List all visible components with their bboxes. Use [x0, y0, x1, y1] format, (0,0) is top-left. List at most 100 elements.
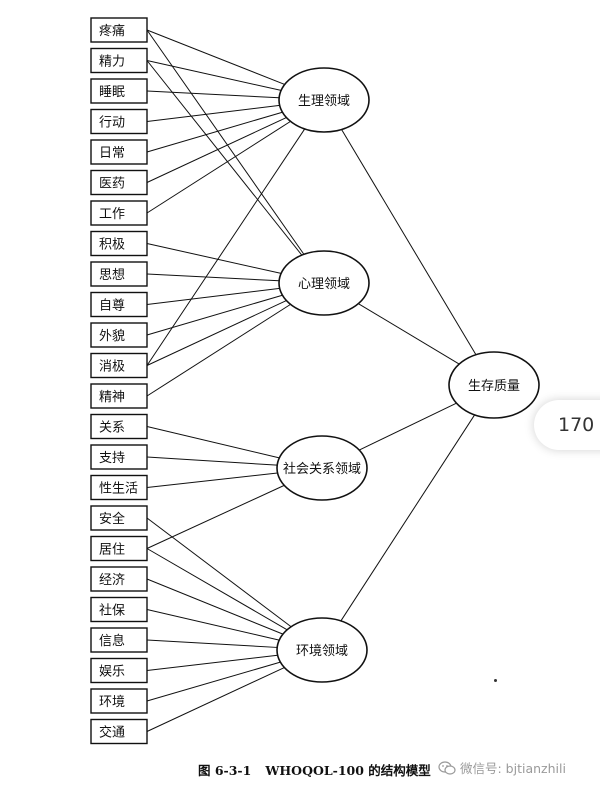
- facet-label-selfesteem: 自尊: [99, 298, 125, 314]
- edge-environment_f-environment: [146, 661, 281, 702]
- facet-label-spirit: 精神: [99, 390, 125, 405]
- facet-label-negative: 消极: [99, 360, 125, 375]
- domain-node-social: [276, 435, 368, 501]
- facet-label-sleep: 睡眠: [99, 85, 125, 100]
- facet-label-leisure: 娱乐: [99, 665, 125, 680]
- domain-node-psychological: [278, 250, 370, 316]
- figure-caption: 图 6-3-1 WHOQOL-100 的结构模型: [198, 760, 431, 779]
- figure-number: 图 6-3-1: [198, 763, 252, 778]
- edge-work-physical: [146, 120, 291, 214]
- edge-negative-physical: [146, 128, 306, 366]
- facet-label-finance: 经济: [99, 573, 125, 588]
- domain-node-physical: [278, 67, 370, 133]
- facet-label-mobility: 行动: [99, 116, 125, 131]
- facet-label-thinking: 思想: [99, 267, 125, 283]
- facet-label-appearance: 外貌: [99, 329, 125, 344]
- edge-information-environment: [146, 639, 278, 648]
- facet-box-socialcare: [90, 596, 148, 623]
- facet-box-thinking: [90, 261, 148, 287]
- facet-box-positive: [90, 230, 148, 257]
- edge-pain-physical: [146, 29, 285, 85]
- facet-box-housing: [90, 535, 148, 562]
- facet-box-support: [90, 444, 148, 470]
- wechat-icon: [438, 760, 456, 775]
- facet-box-leisure: [90, 657, 148, 684]
- facet-label-transport: 交通: [99, 725, 125, 741]
- edge-social-quality: [359, 402, 457, 451]
- facet-box-finance: [90, 566, 148, 592]
- root-label-quality: 生存质量: [468, 379, 520, 394]
- edge-sleep-physical: [146, 90, 280, 99]
- edge-housing-environment: [146, 548, 288, 631]
- facet-box-medicine: [90, 169, 148, 196]
- edge-sexual-social: [146, 472, 278, 488]
- edge-energy-psychological: [146, 60, 303, 256]
- facet-box-relations: [90, 413, 148, 440]
- facet-box-transport: [90, 718, 148, 745]
- facet-box-environment_f: [90, 688, 148, 714]
- facet-label-relations: 关系: [99, 421, 125, 436]
- facet-label-socialcare: 社保: [99, 603, 125, 619]
- edge-psychological-quality: [358, 303, 460, 365]
- edge-finance-environment: [146, 578, 284, 635]
- facet-box-sleep: [90, 78, 148, 104]
- facet-label-positive: 积极: [99, 238, 125, 253]
- root-node-quality: [448, 351, 540, 419]
- page-number-badge[interactable]: 170: [534, 400, 600, 450]
- domain-label-social: 社会关系领域: [283, 461, 361, 477]
- facet-box-appearance: [90, 322, 148, 348]
- facet-label-environment_f: 环境: [99, 695, 125, 710]
- edge-support-social: [146, 456, 278, 466]
- facet-label-work: 工作: [99, 207, 125, 222]
- edge-positive-psychological: [146, 243, 282, 274]
- facet-label-safety: 安全: [99, 511, 125, 527]
- edge-pain-psychological: [146, 29, 305, 255]
- edge-socialcare-environment: [146, 609, 280, 641]
- edge-spirit-psychological: [146, 303, 291, 397]
- edge-transport-environment: [146, 667, 285, 732]
- facet-box-spirit: [90, 383, 148, 409]
- edge-negative-psychological: [146, 300, 287, 366]
- facet-box-safety: [90, 505, 148, 531]
- edge-physical-quality: [341, 129, 477, 356]
- facet-label-housing: 居住: [99, 543, 125, 558]
- edge-energy-physical: [146, 60, 282, 91]
- watermark-text: 微信号: bjtianzhili: [460, 761, 566, 776]
- facet-label-pain: 疼痛: [99, 23, 125, 39]
- facet-label-energy: 精力: [99, 55, 125, 70]
- domain-label-environment: 环境领域: [296, 644, 348, 659]
- edge-relations-social: [146, 426, 280, 459]
- facet-box-pain: [90, 17, 148, 43]
- figure-title: WHOQOL-100 的结构模型: [265, 763, 431, 778]
- edge-thinking-psychological: [146, 273, 280, 282]
- facet-box-work: [90, 200, 148, 226]
- edge-medicine-physical: [146, 117, 287, 183]
- facet-label-sexual: 性生活: [99, 482, 138, 497]
- facet-box-daily: [90, 139, 148, 165]
- domain-node-environment: [276, 617, 368, 683]
- domain-label-physical: 生理领域: [298, 94, 350, 109]
- facet-box-mobility: [90, 108, 148, 135]
- page-number: 170: [558, 414, 595, 436]
- facet-box-sexual: [90, 474, 148, 501]
- edge-appearance-psychological: [146, 294, 283, 336]
- facet-boxes: 疼痛精力睡眠行动日常医药工作积极思想自尊外貌消极精神关系支持性生活安全居住经济社…: [90, 17, 148, 745]
- facet-box-selfesteem: [90, 291, 148, 318]
- domain-label-psychological: 心理领域: [298, 277, 350, 292]
- stray-dot: [494, 679, 497, 682]
- watermark: 微信号: bjtianzhili: [438, 758, 566, 777]
- facet-label-information: 信息: [99, 633, 125, 649]
- edge-safety-environment: [146, 517, 292, 628]
- connection-lines: [146, 29, 477, 732]
- edge-selfesteem-psychological: [146, 287, 280, 305]
- edge-housing-social: [146, 484, 285, 549]
- facet-box-negative: [90, 352, 148, 379]
- edge-mobility-physical: [146, 104, 280, 122]
- edge-environment-quality: [340, 414, 476, 622]
- facet-box-energy: [90, 47, 148, 74]
- facet-label-daily: 日常: [99, 146, 125, 161]
- facet-label-medicine: 医药: [99, 177, 125, 192]
- edge-leisure-environment: [146, 654, 278, 671]
